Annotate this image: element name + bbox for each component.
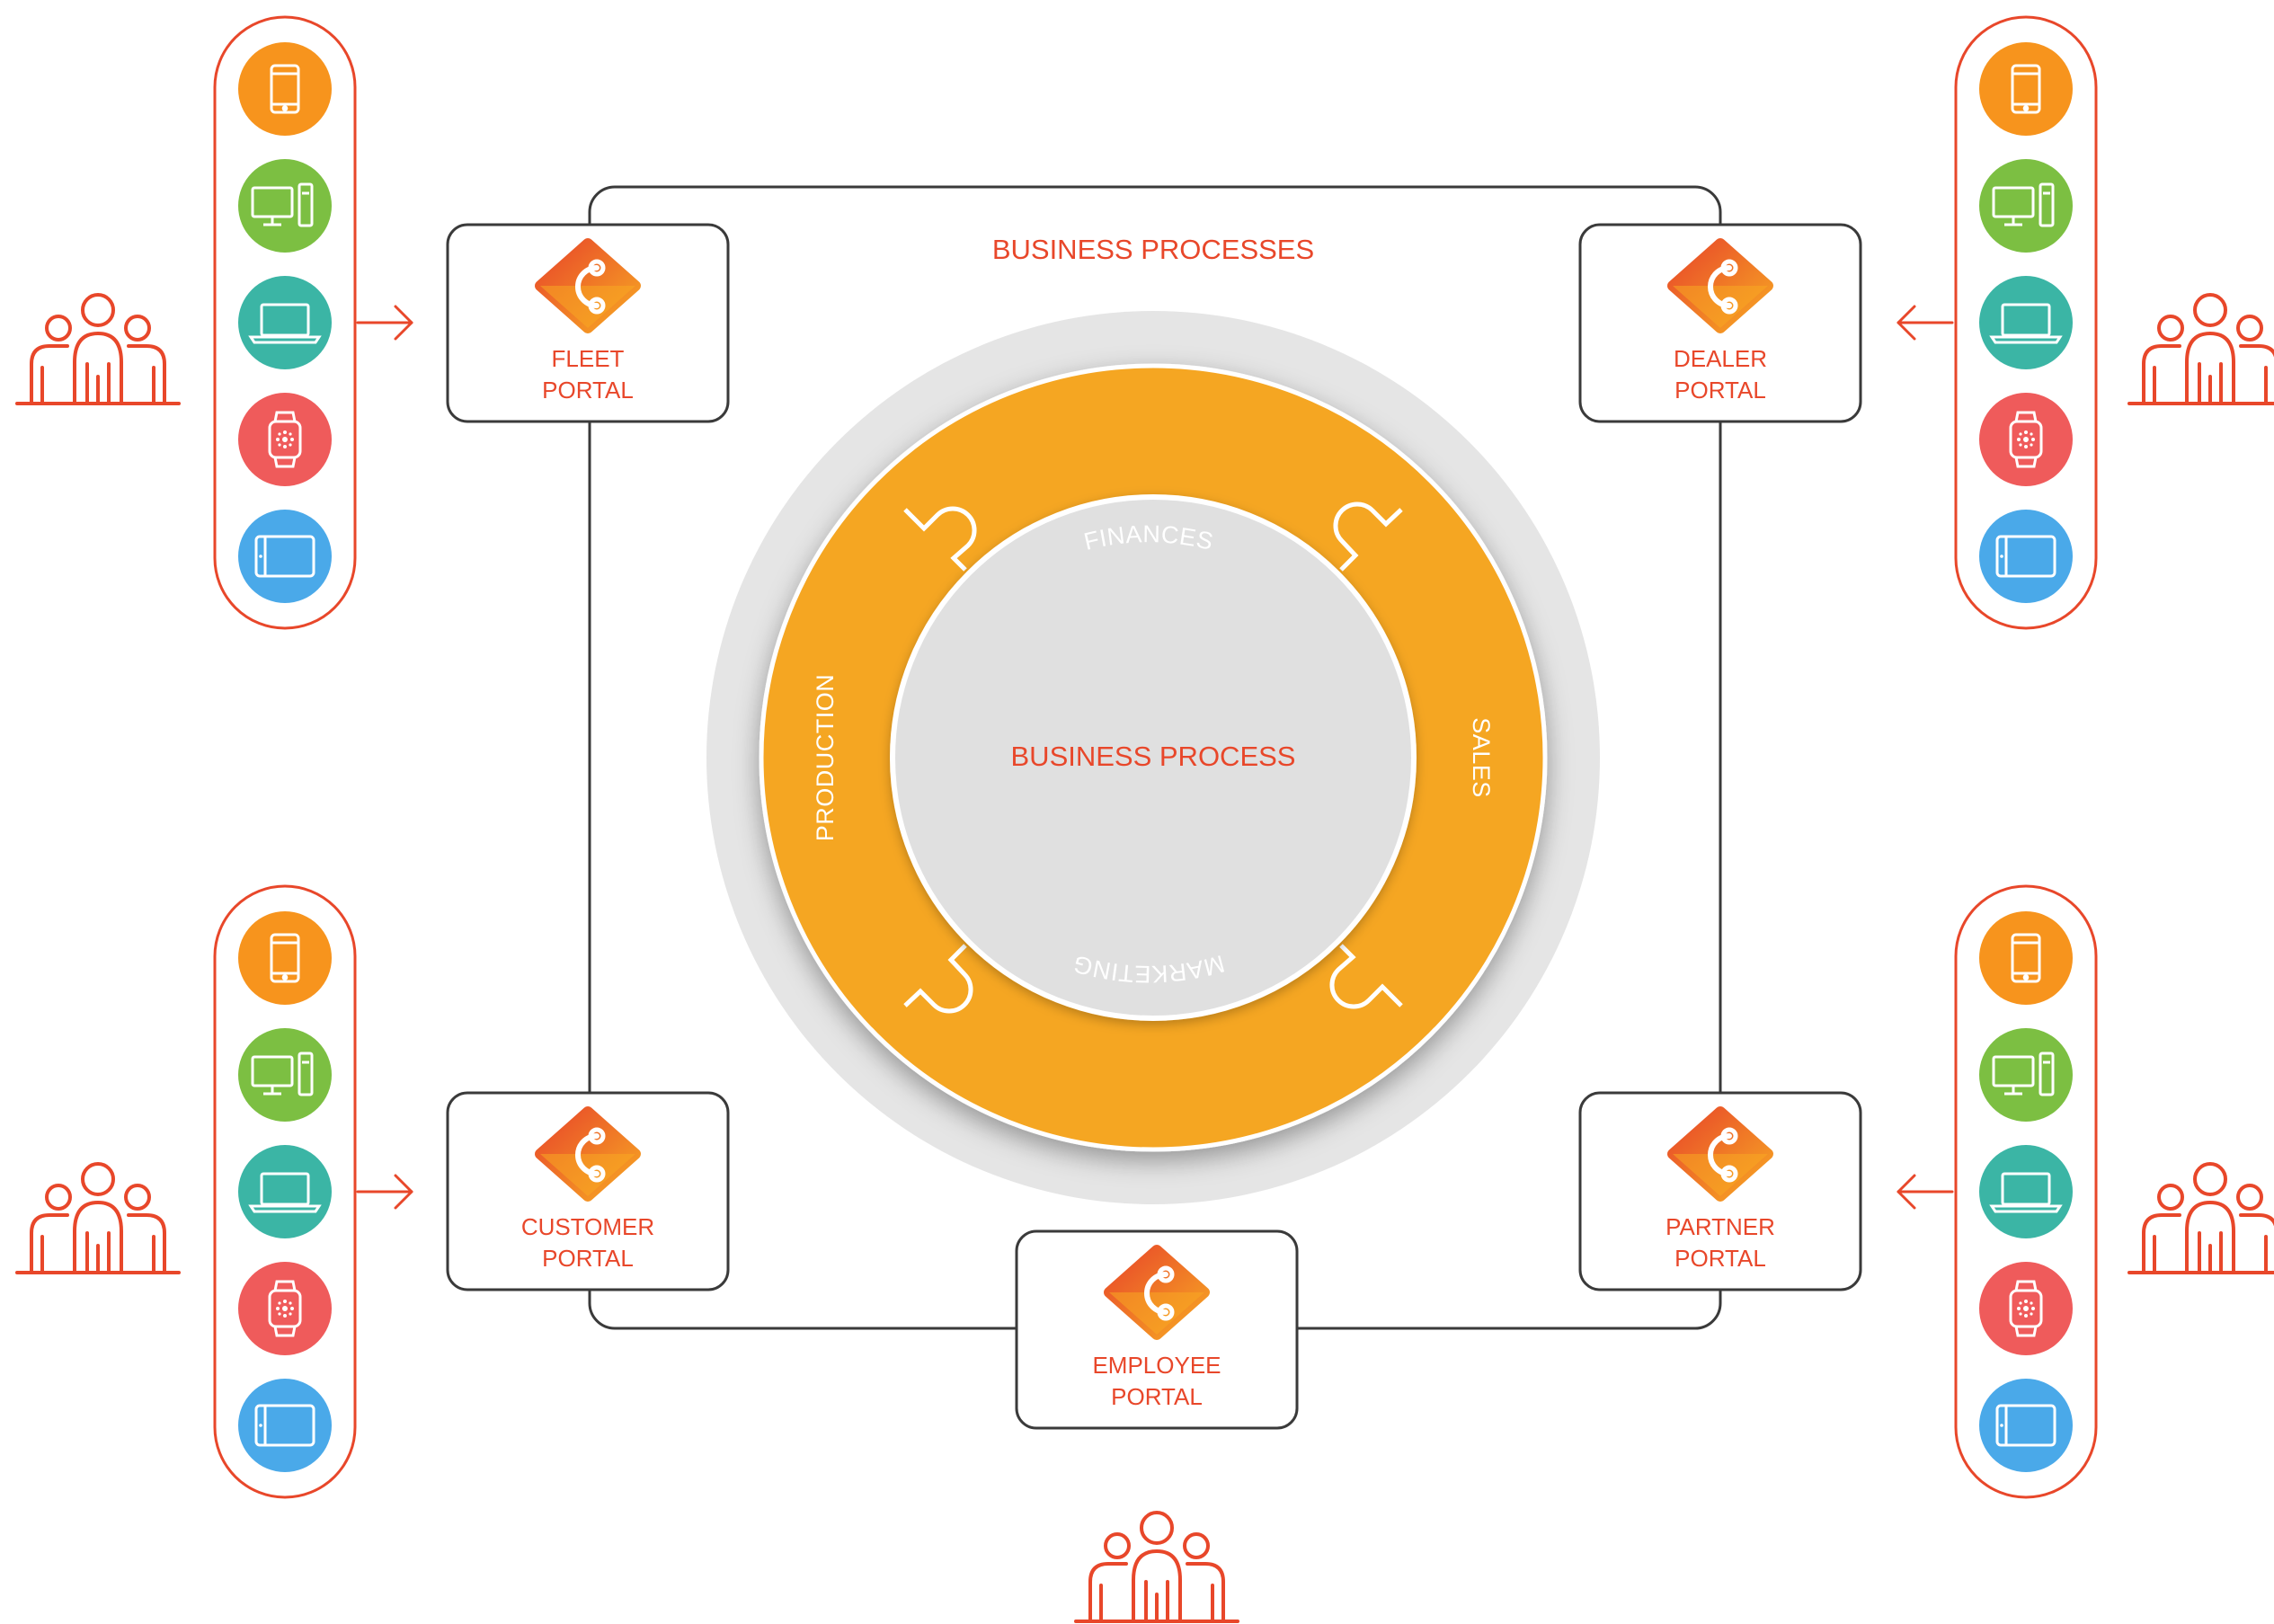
segment-label-sales: SALES	[1468, 717, 1495, 798]
portal-label: PORTAL	[1674, 377, 1766, 404]
portal-label: FLEET	[552, 345, 625, 372]
ring-dividers	[903, 501, 1403, 1014]
portal-label: PORTAL	[1111, 1383, 1203, 1410]
people-group-icon	[15, 293, 181, 405]
portal-partner[interactable]: PARTNER PORTAL	[1578, 1091, 1862, 1291]
center-label: BUSINESS PROCESS	[1011, 741, 1296, 772]
device-column-customer	[215, 886, 355, 1497]
portal-label: CUSTOMER	[521, 1213, 654, 1240]
arrow-right-icon	[356, 305, 413, 341]
portal-dealer[interactable]: DEALER PORTAL	[1578, 223, 1862, 423]
portal-label: DEALER	[1674, 345, 1767, 372]
portal-customer[interactable]: CUSTOMER PORTAL	[446, 1091, 730, 1291]
arrow-left-icon	[1896, 305, 1954, 341]
diagram-title: BUSINESS PROCESSES	[992, 234, 1314, 265]
portal-label: PORTAL	[542, 1245, 634, 1272]
portal-label: PORTAL	[542, 377, 634, 404]
business-process-circle: BUSINESS PROCESS FINANCES MARKETING SALE…	[706, 311, 1600, 1204]
segment-label-production: PRODUCTION	[812, 674, 839, 842]
portal-fleet[interactable]: FLEET PORTAL	[446, 223, 730, 423]
portal-label: PORTAL	[1674, 1245, 1766, 1272]
process-core	[890, 494, 1417, 1021]
portal-employee[interactable]: EMPLOYEE PORTAL	[1015, 1229, 1299, 1430]
portal-label: EMPLOYEE	[1092, 1352, 1221, 1379]
arrow-left-icon	[1896, 1174, 1954, 1210]
device-column-partner	[1956, 886, 2096, 1497]
people-group-icon	[1074, 1511, 1239, 1623]
device-column-fleet	[215, 17, 355, 628]
people-group-icon	[2127, 293, 2274, 405]
portal-label: PARTNER	[1666, 1213, 1775, 1240]
people-group-icon	[2127, 1162, 2274, 1274]
device-column-dealer	[1956, 17, 2096, 628]
people-group-icon	[15, 1162, 181, 1274]
arrow-right-icon	[356, 1174, 413, 1210]
